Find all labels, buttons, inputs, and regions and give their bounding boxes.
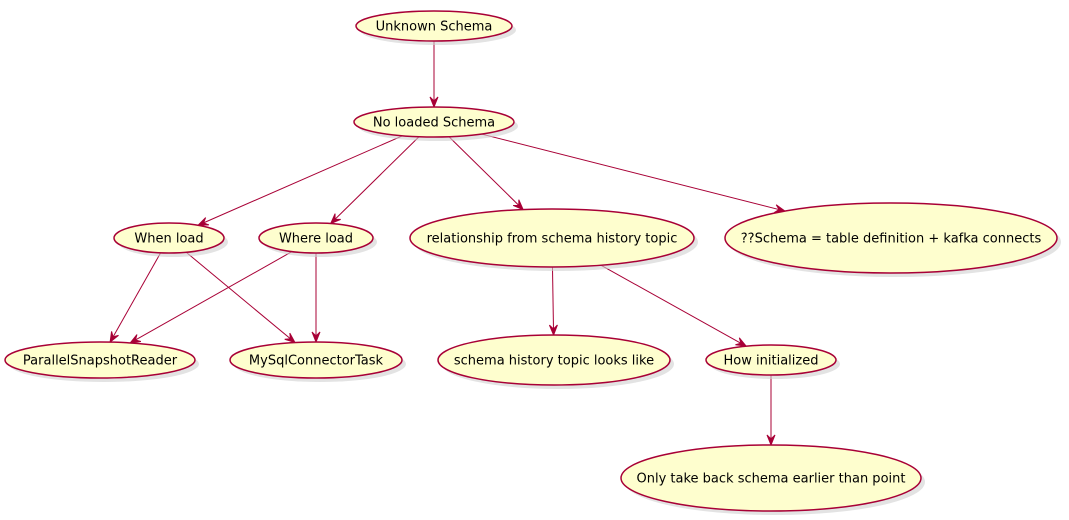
edge-how_initialized-to-only_take_back <box>766 375 776 447</box>
usecase-label: Unknown Schema <box>376 20 493 35</box>
usecase-label: Where load <box>279 232 353 247</box>
edge-no_loaded_schema-to-where_load <box>329 136 420 225</box>
usecase-label: MySqlConnectorTask <box>249 354 384 369</box>
usecase-ellipse <box>409 208 695 268</box>
usecase-node-only-take-back: Only take back schema earlier than point <box>620 444 925 515</box>
usecase-ellipse <box>355 10 513 42</box>
arrowhead-icon <box>548 324 558 337</box>
usecase-node-mysql-task: MySqlConnectorTask <box>229 341 406 382</box>
edge-relationship-to-how_initialized <box>600 264 748 347</box>
usecase-node-relationship: relationship from schema history topic <box>409 208 698 271</box>
edge-when_load-to-parallel_reader <box>109 252 162 344</box>
usecase-ellipse <box>258 222 374 254</box>
usecase-ellipse <box>437 334 671 386</box>
usecase-node-where-load: Where load <box>258 222 377 257</box>
arrowhead-icon <box>512 199 525 211</box>
usecase-label: No loaded Schema <box>373 116 495 131</box>
usecase-ellipse <box>229 341 403 379</box>
usecase-label: ??Schema = table definition + kafka conn… <box>741 232 1042 247</box>
usecase-ellipse <box>4 341 196 379</box>
edge-line <box>600 264 747 347</box>
edge-line <box>330 136 420 224</box>
arrowhead-icon <box>311 331 321 344</box>
arrowhead-icon <box>329 213 341 225</box>
usecase-ellipse <box>724 202 1058 274</box>
edge-line <box>448 136 524 210</box>
edge-line <box>197 135 403 226</box>
edge-where_load-to-parallel_reader <box>129 251 293 344</box>
usecase-node-schema-def: ??Schema = table definition + kafka conn… <box>724 202 1061 277</box>
edge-line <box>551 266 555 336</box>
usecase-label: Only take back schema earlier than point <box>637 472 906 487</box>
usecase-ellipse <box>620 444 922 512</box>
edge-no_loaded_schema-to-schema_def <box>481 133 787 213</box>
usecase-node-parallel-reader: ParallelSnapshotReader <box>4 341 199 382</box>
usecase-ellipse <box>705 344 837 376</box>
arrowhead-icon <box>735 337 748 347</box>
usecase-label: relationship from schema history topic <box>427 232 678 247</box>
edge-relationship-to-history_looks <box>548 266 558 337</box>
edge-line <box>129 251 293 344</box>
edge-when_load-to-mysql_task <box>185 251 297 344</box>
usecase-label: How initialized <box>724 354 819 369</box>
usecase-node-when-load: When load <box>113 222 228 257</box>
edge-unknown_schema-to-no_loaded_schema <box>429 41 439 109</box>
usecase-node-unknown-schema: Unknown Schema <box>355 10 516 45</box>
usecase-label: schema history topic looks like <box>454 354 654 369</box>
arrowhead-icon <box>284 332 297 344</box>
arrowhead-icon <box>196 217 210 226</box>
edges-layer <box>109 41 787 447</box>
edge-where_load-to-mysql_task <box>311 253 321 344</box>
usecase-ellipse <box>353 106 515 138</box>
edge-no_loaded_schema-to-relationship <box>448 136 525 211</box>
usecase-ellipse <box>113 222 225 254</box>
usecase-label: When load <box>134 232 203 247</box>
edge-line <box>185 251 296 343</box>
usecase-node-no-loaded-schema: No loaded Schema <box>353 106 518 141</box>
usecase-node-history-looks: schema history topic looks like <box>437 334 674 389</box>
arrowhead-icon <box>429 96 439 109</box>
usecase-label: ParallelSnapshotReader <box>23 354 178 369</box>
edge-line <box>109 252 162 343</box>
arrowhead-icon <box>109 331 119 344</box>
arrowhead-icon <box>129 334 142 344</box>
edge-no_loaded_schema-to-when_load <box>196 135 403 226</box>
arrowhead-icon <box>766 434 776 447</box>
edge-line <box>481 133 786 212</box>
usecase-node-how-initialized: How initialized <box>705 344 840 379</box>
